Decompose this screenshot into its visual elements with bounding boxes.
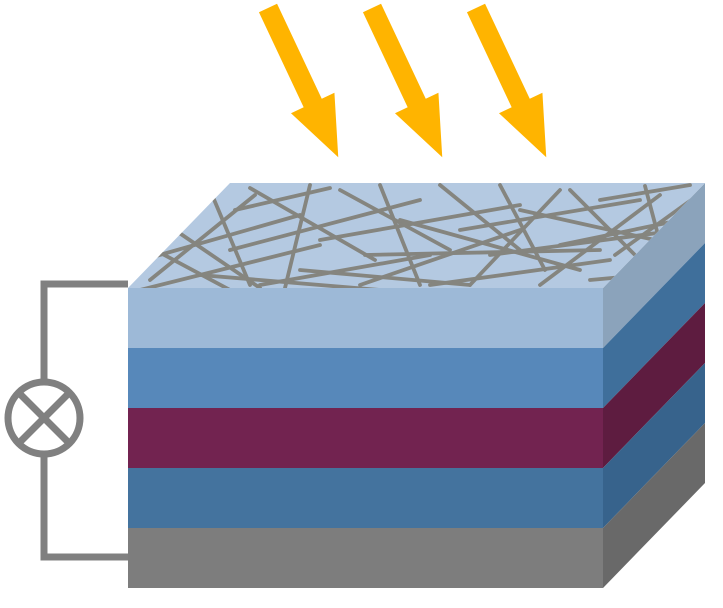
layer-1-side-face	[603, 183, 705, 348]
nanowire	[363, 248, 602, 257]
nanowire	[153, 248, 232, 288]
circuit-top-lead	[40, 280, 128, 382]
nanowire	[378, 183, 422, 287]
sunlight-arrows	[258, 3, 547, 158]
nanowire	[233, 186, 332, 212]
nanowire	[318, 203, 522, 242]
circuit-bottom-lead	[40, 454, 128, 561]
layer-stack	[128, 183, 705, 588]
nanowire	[283, 183, 312, 288]
layer-5-front-face	[128, 528, 603, 588]
layer-2-side-face	[603, 243, 705, 408]
nanowire	[538, 193, 662, 287]
top-face-electrode	[128, 183, 705, 288]
sunlight-arrow-3	[466, 3, 547, 158]
nanowire	[498, 183, 547, 272]
lamp-icon	[4, 378, 84, 458]
nanowire	[358, 228, 522, 287]
nanowire	[568, 188, 642, 262]
circuit	[4, 280, 128, 561]
nanowire	[208, 188, 252, 287]
sunlight-arrow-1	[258, 3, 339, 158]
layer-5-side-face	[603, 423, 705, 588]
nanowire	[398, 218, 582, 272]
nanowire	[438, 183, 522, 252]
layer-2-front-face	[128, 348, 603, 408]
nanowire	[468, 188, 562, 287]
nanowire	[488, 228, 682, 257]
nanowire	[428, 258, 612, 287]
layer-3-front-face	[128, 408, 603, 468]
lamp-cross-line-2	[15, 389, 73, 447]
sunlight-arrow-2	[362, 3, 443, 158]
layer-1-front-face	[128, 288, 603, 348]
layer-4-side-face	[603, 363, 705, 528]
layer-4-front-face	[128, 468, 603, 528]
layer-3-side-face	[603, 303, 705, 468]
nanowire	[198, 273, 382, 288]
